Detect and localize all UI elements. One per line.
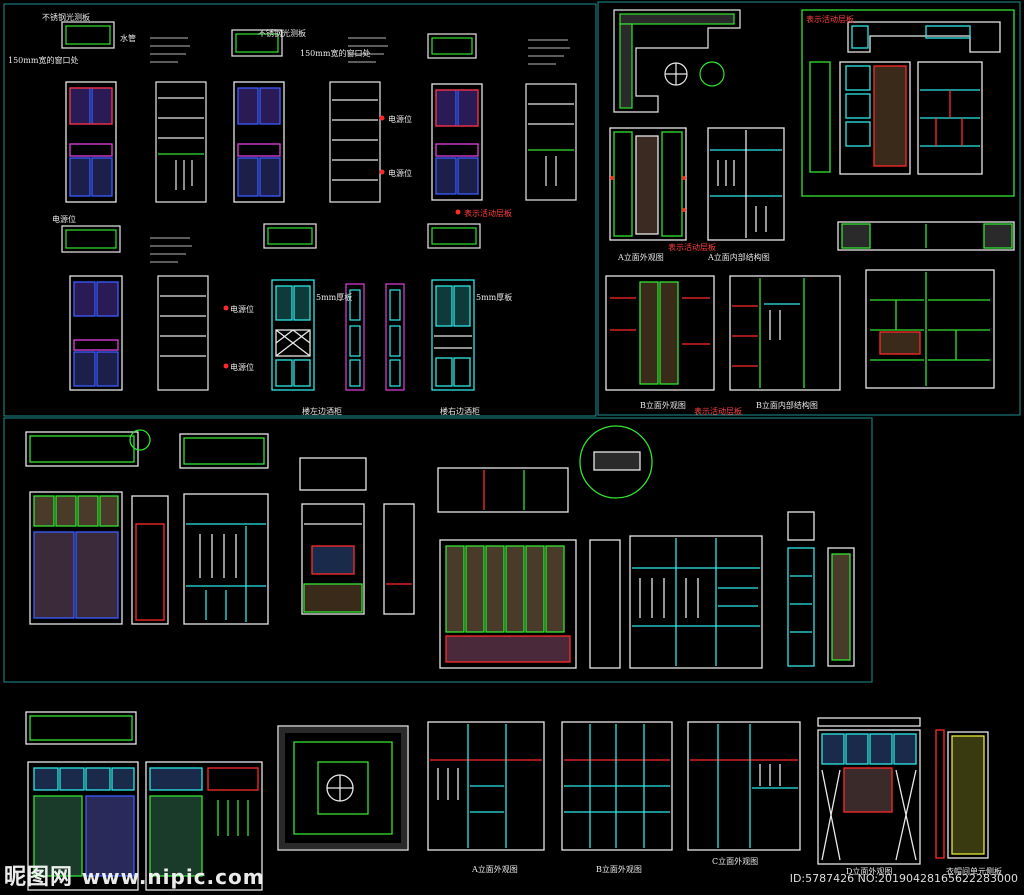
- wine-cabinet-side-1: [345, 283, 405, 391]
- caption-side-panel: 衣帽间单元侧板: [946, 867, 1002, 876]
- caption-a-elevation-front: A立面外观图: [618, 253, 664, 262]
- bottom-wardrobe-2: [145, 761, 263, 891]
- note-stainless-panel-1: 不锈钢光测板: [42, 13, 90, 22]
- bottom-wardrobe-1: [25, 711, 139, 891]
- note-power-3: 电源位: [52, 215, 76, 224]
- closet-plan-a: [613, 9, 741, 113]
- bottom-side-panel: [935, 729, 989, 859]
- elevation-cabinet-7: [69, 275, 123, 391]
- caption-bottom-b: B立面外观图: [596, 865, 642, 874]
- plan-view-1: [61, 21, 481, 253]
- mid-large-wardrobe-side: [589, 539, 621, 669]
- mid-large-wardrobe-front: [439, 539, 577, 669]
- mid-wardrobe-side: [131, 495, 169, 625]
- caption-bottom-c: C立面外观图: [712, 857, 759, 866]
- sheet-frames: [3, 1, 1021, 683]
- wine-cabinet-left: [271, 279, 315, 391]
- mid-tv-cabinet: [301, 503, 415, 615]
- red-markers-top-left: [223, 115, 461, 369]
- note-text-blocks: [150, 37, 570, 263]
- caption-right-wine-cabinet: 楼右边酒柜: [440, 407, 480, 416]
- elevation-cabinet-3: [233, 81, 285, 203]
- note-5mm-board-2: 5mm厚板: [476, 293, 513, 302]
- watermark-site: www.nipic.com: [81, 865, 265, 889]
- note-window-2: 150mm宽的窗口处: [300, 49, 371, 58]
- mid-wardrobe-inner: [183, 493, 269, 625]
- note-window-1: 150mm宽的窗口处: [8, 56, 79, 65]
- mid-tall-units: [787, 511, 855, 667]
- closet-elevation-c: [865, 269, 995, 389]
- caption-b-elevation-inner: B立面内部结构图: [756, 401, 818, 410]
- note-water-pipe: 水管: [120, 34, 136, 43]
- closet-elevation-a-front: [609, 127, 687, 241]
- caption-bottom-a: A立面外观图: [472, 865, 518, 874]
- note-power-4: 电源位: [230, 305, 254, 314]
- mid-large-wardrobe-inner: [629, 535, 763, 669]
- bottom-room-plan: [277, 725, 409, 851]
- closet-elevation-b-inner: [729, 275, 841, 391]
- bottom-elevation-b: [561, 721, 673, 851]
- mid-plan-views: [25, 425, 653, 513]
- image-id-text: ID:5787426 NO:20190428165622283000: [789, 872, 1018, 885]
- bottom-elevation-c: [687, 721, 801, 851]
- note-stainless-panel-2: 不锈钢光测板: [258, 29, 306, 38]
- watermark-brand: 昵图网: [4, 865, 74, 890]
- note-power-5: 电源位: [230, 363, 254, 372]
- note-5mm-board-1: 5mm厚板: [316, 293, 353, 302]
- elevation-cabinet-2: [155, 81, 207, 203]
- caption-bottom-d: D立面外观图: [846, 867, 893, 876]
- caption-a-elevation-inner: A立面内部结构图: [708, 253, 770, 262]
- closet-top-strip: [837, 221, 1015, 251]
- note-movable-shelf-4: 表示活动层板: [694, 407, 742, 416]
- note-movable-shelf-2: 表示活动层板: [668, 243, 716, 252]
- note-power-2: 电源位: [388, 169, 412, 178]
- watermark-logo: 昵图网 www.nipic.com: [4, 859, 265, 891]
- elevation-cabinet-4: [329, 81, 381, 203]
- bottom-elevation-a: [427, 721, 545, 851]
- elevation-cabinet-1: [65, 81, 117, 203]
- wine-cabinet-right: [431, 279, 475, 391]
- caption-left-wine-cabinet: 楼左边酒柜: [302, 407, 342, 416]
- closet-elevation-a-inner: [707, 127, 785, 241]
- note-power-1: 电源位: [388, 115, 412, 124]
- note-movable-shelf-3: 表示活动层板: [806, 15, 854, 24]
- mid-wardrobe-front: [29, 491, 123, 625]
- elevation-cabinet-8: [157, 275, 209, 391]
- caption-b-elevation-front: B立面外观图: [640, 401, 686, 410]
- elevation-cabinet-5: [431, 83, 483, 201]
- note-movable-shelf-1: 表示活动层板: [464, 209, 512, 218]
- elevation-cabinet-6: [525, 83, 577, 201]
- closet-plan-b: [801, 9, 1015, 197]
- closet-elevation-b-front: [605, 275, 715, 391]
- bottom-elevation-d: [817, 717, 921, 865]
